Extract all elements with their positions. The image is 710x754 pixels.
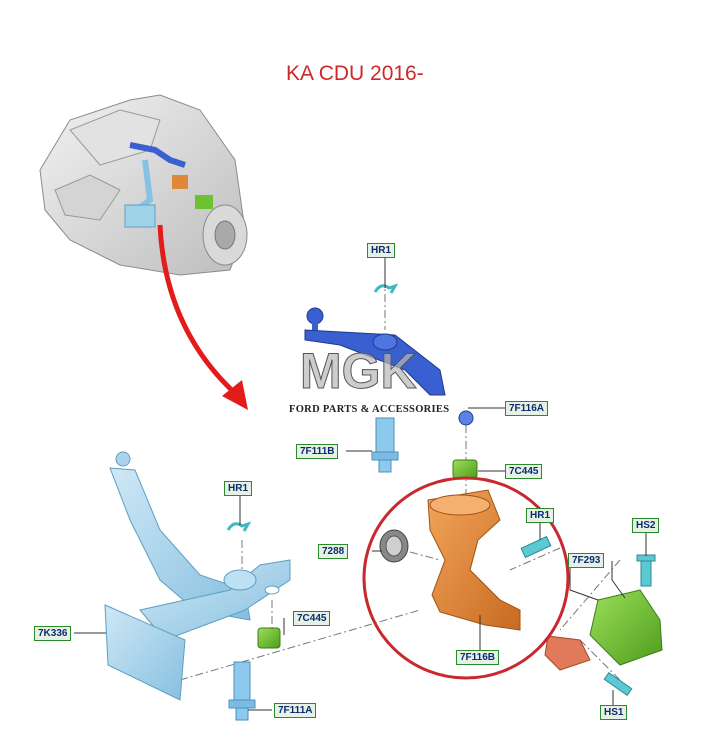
label-7f111b[interactable]: 7F111B	[296, 444, 339, 459]
bush-7c445-lower	[257, 627, 281, 649]
label-7c445-top[interactable]: 7C445	[505, 464, 543, 479]
pin-7f111a	[228, 661, 256, 721]
screw-hs1	[603, 671, 633, 697]
watermark-logo: MGK	[300, 343, 417, 399]
pin-7f111b	[371, 417, 399, 473]
label-7k336[interactable]: 7K336	[34, 626, 72, 641]
label-hm1[interactable]: HR1	[526, 508, 555, 523]
bush-7c445-top	[452, 459, 478, 479]
hr1-clip-lower	[226, 521, 252, 532]
assembly-axis-lines	[179, 262, 631, 691]
label-7f111a[interactable]: 7F111A	[274, 703, 317, 718]
label-7c445-lower[interactable]: 7C445	[293, 611, 331, 626]
direction-arrowhead	[222, 380, 248, 410]
screw-hm1	[520, 535, 552, 559]
leader-lines	[74, 258, 647, 711]
page-title: KA CDU 2016-	[286, 62, 424, 85]
hr1-clip-top	[373, 283, 399, 294]
label-hs1[interactable]: HS1	[600, 705, 628, 720]
label-hr1-lower[interactable]: HR1	[224, 481, 253, 496]
housing-7f116b	[427, 489, 521, 631]
label-hs2[interactable]: HS2	[632, 518, 660, 533]
watermark-brand-text: FORD PARTS & ACCESSORIES	[289, 404, 450, 415]
screw-hs2	[636, 554, 656, 587]
label-7f116b[interactable]: 7F116B	[456, 650, 500, 665]
switch-7f293	[589, 589, 663, 666]
blue-selector-lever	[304, 307, 474, 426]
label-7f293[interactable]: 7F293	[568, 553, 605, 568]
direction-arrow	[157, 224, 240, 398]
highlight-circle	[362, 476, 570, 680]
gearbox-illustration	[39, 94, 248, 276]
seal-7288	[379, 529, 409, 563]
shift-lever-assembly-7k336	[104, 451, 291, 701]
label-7f116a[interactable]: 7F116A	[505, 401, 549, 416]
label-hr1-top[interactable]: HR1	[367, 243, 396, 258]
sensor-part	[544, 635, 591, 671]
label-7288[interactable]: 7288	[318, 544, 349, 559]
